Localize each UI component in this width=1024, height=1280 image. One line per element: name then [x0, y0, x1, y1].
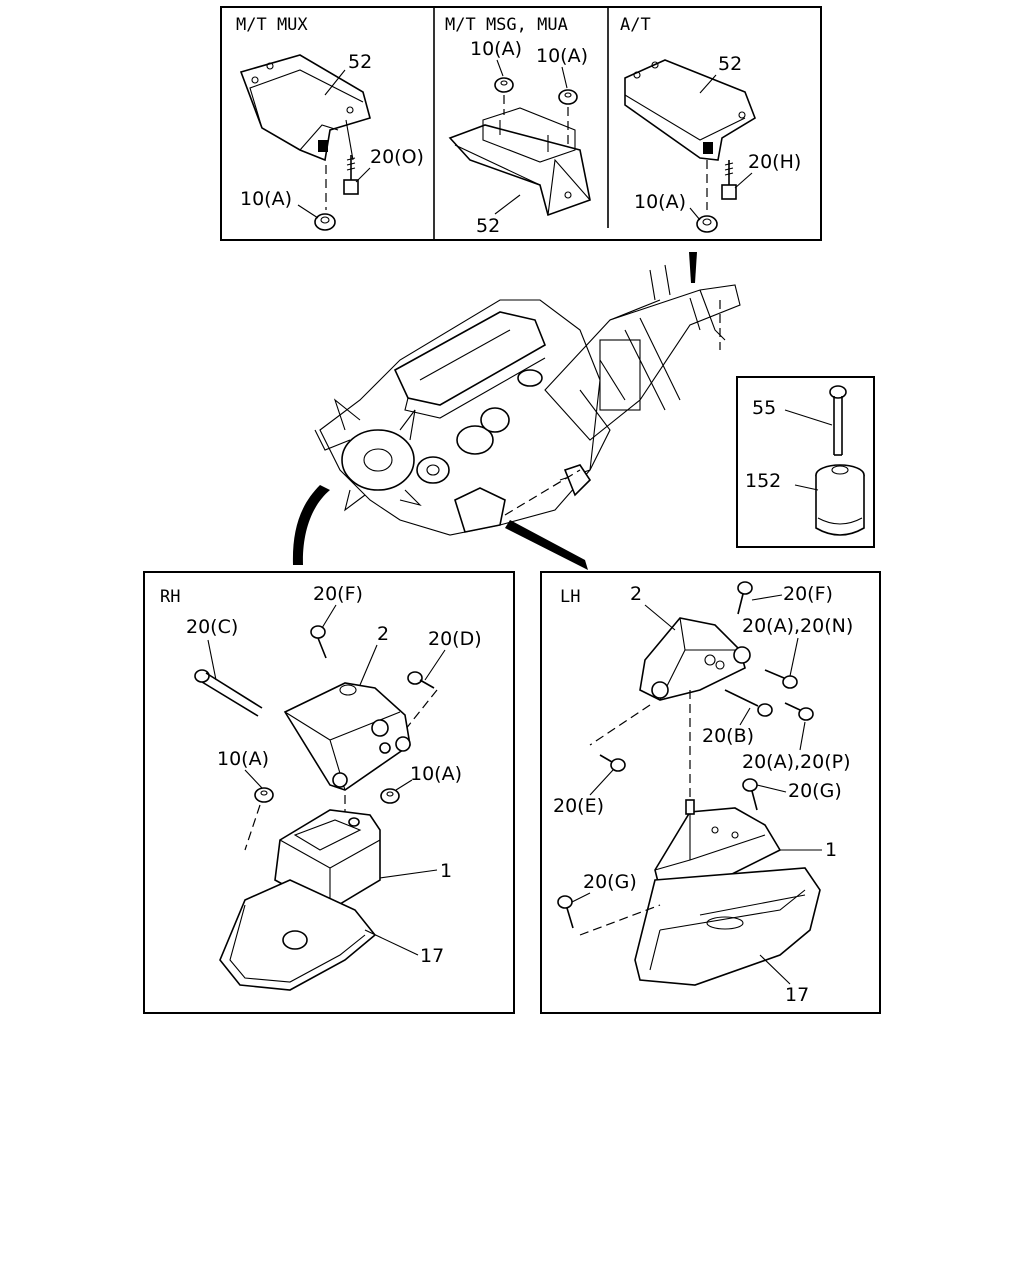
callout-20d: 20(D) — [428, 628, 482, 650]
bolt-20-e-icon — [599, 754, 626, 772]
callout-10a-rh-left: 10(A) — [217, 748, 269, 770]
bolt-20-g-lower-icon — [557, 895, 574, 929]
callout-10a-msg-left: 10(A) — [470, 38, 522, 60]
panel-mt-mux: M/T MUX 52 20(O) 10(A) — [236, 15, 424, 231]
bolt-20-d-icon — [407, 671, 435, 689]
nut-10a-right-icon — [558, 89, 578, 105]
nut-10a-rh-left-icon — [254, 787, 274, 803]
callout-17-rh: 17 — [420, 945, 444, 967]
inset-panel: 55 152 — [736, 376, 875, 548]
nut-10a-rh-right-icon — [380, 788, 400, 804]
bolt-20-o-icon — [343, 155, 359, 195]
bracket-52-mux — [239, 54, 371, 162]
bolt-20-c-icon — [194, 669, 263, 717]
panel-header-lh: LH — [560, 587, 580, 607]
callout-2-rh: 2 — [377, 623, 389, 645]
callout-152: 152 — [745, 470, 781, 492]
plate-17-lh — [634, 867, 821, 986]
bracket-2-lh — [639, 617, 746, 701]
callout-10a-at: 10(A) — [634, 191, 686, 213]
top-variants-panel — [220, 6, 822, 241]
panel-mt-msg-mua: M/T MSG, MUA 10(A) 10(A) 52 — [445, 15, 591, 237]
bracket-2-rh — [283, 682, 411, 791]
fan-pulley-icon — [333, 398, 510, 512]
rh-panel: RH — [143, 571, 515, 1014]
callout-52-at: 52 — [718, 53, 742, 75]
lh-panel: LH — [540, 571, 881, 1014]
callout-20g-upper: 20(G) — [788, 780, 842, 802]
callout-55: 55 — [752, 397, 776, 419]
bolt-20-h-icon — [721, 160, 737, 200]
nut-10a-left-icon — [494, 77, 514, 93]
arrow-to-rh — [292, 485, 330, 565]
callout-10a-mux: 10(A) — [240, 188, 292, 210]
callout-52-mux: 52 — [348, 51, 372, 73]
callout-20a-20p: 20(A),20(P) — [742, 751, 851, 773]
panel-header-mt-mux: M/T MUX — [236, 15, 308, 35]
bolt-20-ap-icon — [784, 702, 814, 721]
callout-20f-lh: 20(F) — [783, 583, 833, 605]
bolt-20-f-lh-icon — [737, 581, 753, 615]
callout-2-lh: 2 — [630, 583, 642, 605]
callout-20c: 20(C) — [186, 616, 238, 638]
callout-20e: 20(E) — [553, 795, 604, 817]
callout-1-lh: 1 — [825, 839, 837, 861]
engine-transmission-assembly — [292, 252, 741, 570]
bolt-20-an-icon — [764, 669, 798, 689]
callout-17-lh: 17 — [785, 984, 809, 1006]
panel-header-mt-msg: M/T MSG, MUA — [445, 15, 568, 35]
nut-10a-at-icon — [696, 215, 718, 233]
callout-20h: 20(H) — [748, 151, 801, 173]
callout-10a-msg-right: 10(A) — [536, 45, 588, 67]
bolt-20-g-upper-icon — [742, 778, 758, 811]
damper-152-icon — [815, 464, 865, 536]
bolt-20-f-rh-icon — [310, 625, 327, 659]
callout-20g-lower: 20(G) — [583, 871, 637, 893]
panel-header-at: A/T — [620, 15, 651, 35]
callout-20f-rh: 20(F) — [313, 583, 363, 605]
bracket-52-msg — [448, 124, 591, 217]
bracket-52-at — [624, 59, 756, 161]
callout-20a-20n: 20(A),20(N) — [742, 615, 853, 637]
callout-20b: 20(B) — [702, 725, 754, 747]
callout-10a-rh-right: 10(A) — [410, 763, 462, 785]
panel-header-rh: RH — [160, 587, 180, 607]
bolt-55-icon — [829, 385, 847, 456]
callout-20o: 20(O) — [370, 146, 424, 168]
arrow-to-lh — [505, 520, 588, 570]
callout-52-msg: 52 — [476, 215, 500, 237]
nut-10a-icon — [314, 213, 336, 231]
callout-1-rh: 1 — [440, 860, 452, 882]
bolt-20-b-icon — [724, 689, 773, 717]
panel-at: A/T 52 20(H) 10(A) — [620, 15, 801, 233]
